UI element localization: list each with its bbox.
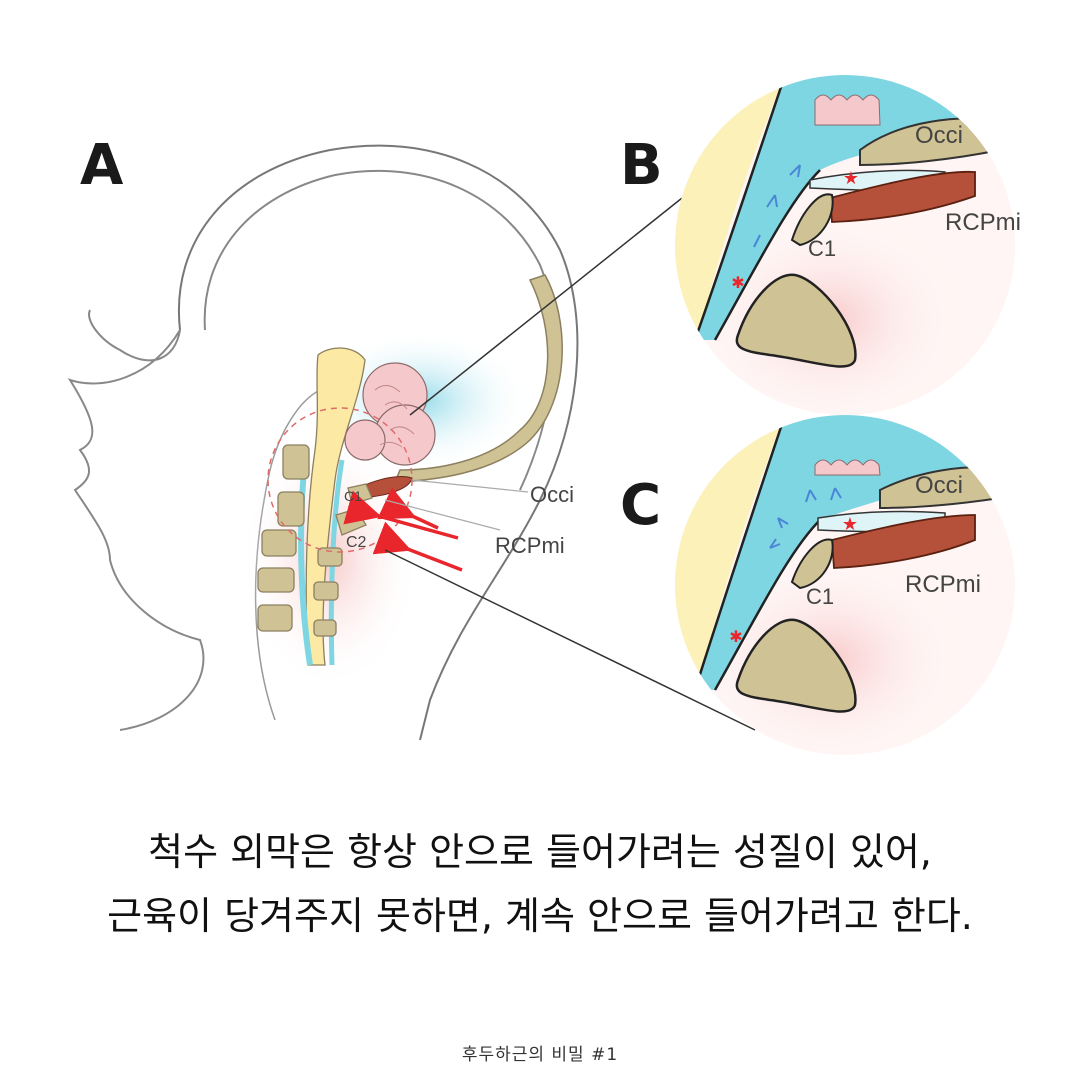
label-rcpmi-c: RCPmi bbox=[905, 571, 981, 598]
star-marker-c-top: ★ bbox=[842, 514, 858, 535]
panel-label-b: B bbox=[620, 133, 663, 198]
panel-label-a: A bbox=[80, 133, 124, 198]
connector-line-b bbox=[409, 197, 683, 416]
cerebellum-a bbox=[344, 362, 436, 466]
label-rcpmi-a: RCPmi bbox=[495, 533, 565, 558]
zoom-panel-b: ★ ✱ Occi RCPmi C1 bbox=[675, 75, 1021, 415]
label-rcpmi-b: RCPmi bbox=[945, 209, 1021, 236]
star-marker-b-top: ★ bbox=[843, 168, 859, 189]
panel-label-c: C bbox=[620, 473, 662, 538]
caption-line-1: 척수 외막은 항상 안으로 들어가려는 성질이 있어, bbox=[148, 830, 932, 874]
caption-line-2: 근육이 당겨주지 못하면, 계속 안으로 들어가려고 한다. bbox=[107, 894, 973, 938]
label-c1-b: C1 bbox=[808, 236, 836, 261]
label-occi-a: Occi bbox=[530, 482, 574, 507]
anatomy-figure: Occi RCPmi C1 C2 ★ ✱ Occi bbox=[67, 75, 1021, 755]
zoom-panel-c: ★ ✱ Occi RCPmi C1 bbox=[675, 415, 1015, 755]
label-occi-b: Occi bbox=[915, 122, 963, 149]
star-marker-b-bottom: ✱ bbox=[731, 273, 744, 292]
label-occi-c: Occi bbox=[915, 472, 963, 499]
caption: 척수 외막은 항상 안으로 들어가려는 성질이 있어, 근육이 당겨주지 못하면… bbox=[0, 820, 1080, 948]
label-c1-c: C1 bbox=[806, 584, 834, 609]
pull-arrows bbox=[343, 487, 463, 572]
footer-text: 후두하근의 비밀 #1 bbox=[461, 1045, 619, 1065]
label-c1-a: C1 bbox=[344, 488, 362, 504]
label-c2-a: C2 bbox=[346, 534, 367, 551]
connector-line-c bbox=[384, 549, 756, 731]
vertebrae-a bbox=[257, 444, 373, 637]
star-marker-c-bottom: ✱ bbox=[729, 627, 742, 646]
